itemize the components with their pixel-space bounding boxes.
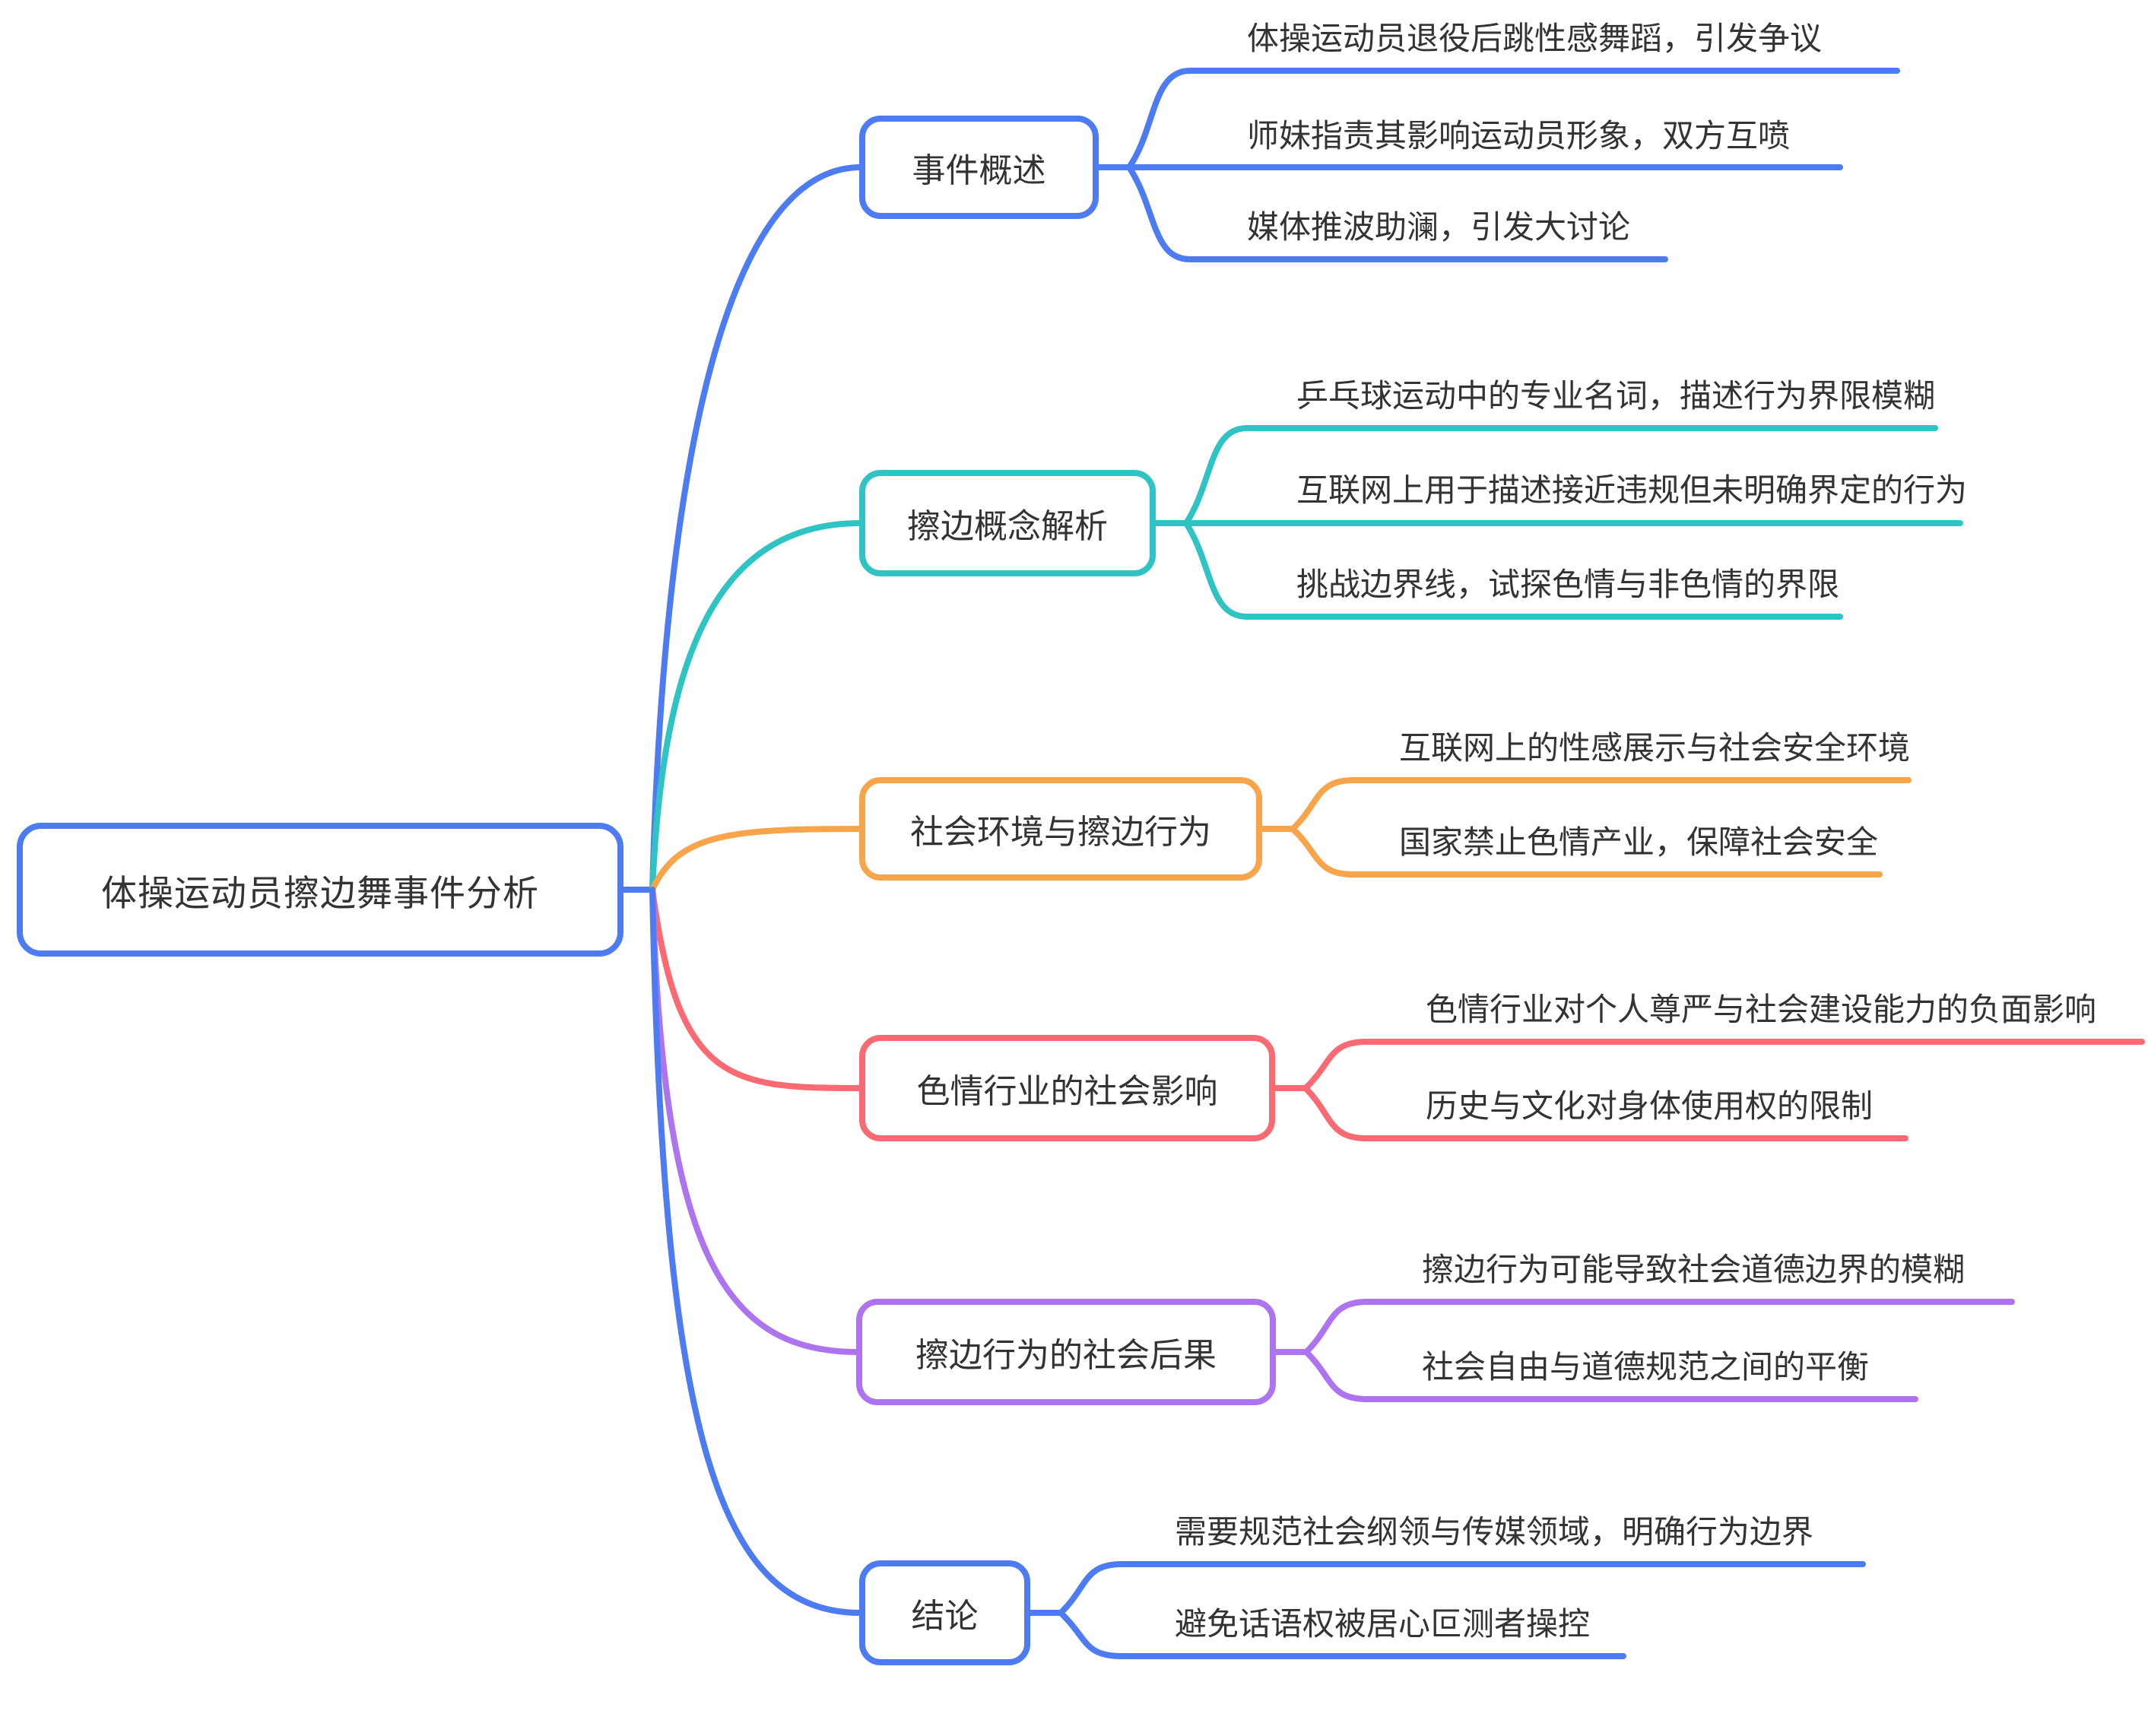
connector-leaf-5-2 [1303, 1349, 1918, 1402]
connector-leaf-1-3 [1126, 164, 1668, 262]
connector-branch-social-environment [649, 826, 864, 893]
connector-leaf-3-1 [1290, 777, 1912, 832]
branch-node-label: 色情行业的社会影响 [916, 1073, 1218, 1110]
connector-leaf-3-2 [1290, 826, 1883, 878]
connector-leaf-5-1 [1303, 1299, 2015, 1355]
branch-node-label: 擦边概念解析 [907, 508, 1108, 545]
leaf-node-5-1[interactable]: 擦边行为可能导致社会道德边界的模糊 [1422, 1252, 1966, 1287]
connector-branch-concept-analysis [649, 520, 864, 893]
connector-leaf-6-2 [1058, 1610, 1626, 1659]
branch-node-concept-analysis[interactable]: 擦边概念解析 [859, 470, 1156, 576]
leaf-node-2-3[interactable]: 挑战边界线，试探色情与非色情的界限 [1296, 567, 1840, 602]
leaf-node-2-2[interactable]: 互联网上用于描述接近违规但未明确界定的行为 [1296, 472, 1968, 508]
connector-branch-industry-impact [649, 887, 864, 1091]
branch-node-label: 事件概述 [912, 152, 1046, 189]
leaf-node-6-2[interactable]: 避免话语权被居心叵测者操控 [1175, 1606, 1591, 1642]
connector-branch-social-consequences [649, 887, 861, 1355]
connector-leaf-4-2 [1302, 1085, 1908, 1141]
branch-node-social-environment[interactable]: 社会环境与擦边行为 [859, 777, 1262, 881]
leaf-node-3-1[interactable]: 互联网上的性感展示与社会安全环境 [1399, 730, 1911, 766]
branch-node-conclusion[interactable]: 结论 [859, 1560, 1030, 1665]
connector-leaf-4-1 [1302, 1039, 2145, 1091]
leaf-node-1-2[interactable]: 师妹指责其影响运动员形象，双方互喷 [1247, 118, 1791, 154]
leaf-node-4-2[interactable]: 历史与文化对身体使用权的限制 [1426, 1088, 1874, 1124]
leaf-node-4-1[interactable]: 色情行业对个人尊严与社会建设能力的负面影响 [1426, 992, 2097, 1027]
leaf-node-6-1[interactable]: 需要规范社会纲领与传媒领域，明确行为边界 [1175, 1514, 1814, 1550]
connector-branch-event-overview [649, 164, 864, 893]
root-node[interactable]: 体操运动员擦边舞事件分析 [17, 823, 623, 957]
root-node-label: 体操运动员擦边舞事件分析 [101, 872, 539, 913]
leaf-node-1-3[interactable]: 媒体推波助澜，引发大讨论 [1247, 209, 1631, 245]
branch-node-industry-impact[interactable]: 色情行业的社会影响 [859, 1035, 1275, 1141]
leaf-node-5-2[interactable]: 社会自由与道德规范之间的平衡 [1422, 1349, 1870, 1385]
leaf-node-2-1[interactable]: 乒乓球运动中的专业名词，描述行为界限模糊 [1296, 378, 1936, 414]
connector-branch-conclusion [649, 887, 864, 1616]
branch-node-label: 擦边行为的社会后果 [915, 1337, 1217, 1374]
connector-leaf-2-3 [1183, 520, 1843, 620]
connector-leaf-1-1 [1126, 68, 1900, 170]
connector-leaf-2-1 [1183, 425, 1938, 526]
branch-node-label: 结论 [911, 1598, 979, 1635]
branch-node-label: 社会环境与擦边行为 [910, 814, 1211, 851]
leaf-node-3-2[interactable]: 国家禁止色情产业，保障社会安全 [1399, 824, 1879, 860]
connector-leaf-6-1 [1058, 1561, 1866, 1616]
leaf-node-1-1[interactable]: 体操运动员退役后跳性感舞蹈，引发争议 [1247, 21, 1823, 56]
branch-node-event-overview[interactable]: 事件概述 [859, 116, 1099, 219]
branch-node-social-consequences[interactable]: 擦边行为的社会后果 [856, 1299, 1276, 1405]
